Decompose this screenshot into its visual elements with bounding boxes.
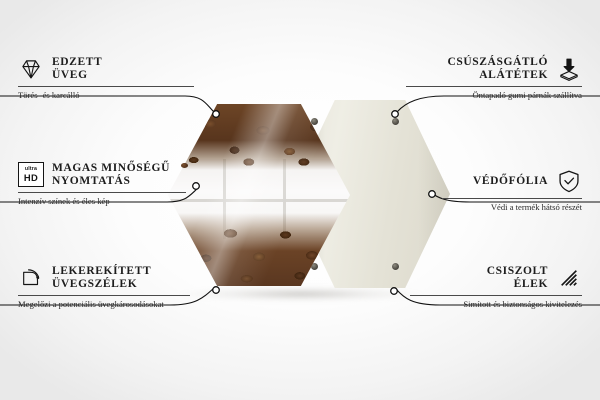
feature-subtitle: Intenzív színek és éles kép	[18, 195, 110, 206]
feature-title: ALÁTÉTEK	[479, 69, 548, 81]
feature-title: CSÚSZÁSGÁTLÓ	[447, 56, 548, 69]
product-shadow	[176, 286, 426, 302]
feature-title: VÉDŐFÓLIA	[472, 174, 548, 187]
ultra-hd-badge-icon: ultra HD	[18, 162, 44, 188]
feature-subtitle: Megelőzi a potenciális üvegkárosodásokat	[18, 299, 164, 309]
feature-title: MAGAS MINŐSÉGŰ	[52, 162, 170, 174]
feature-divider	[18, 295, 190, 296]
shield-check-icon	[559, 170, 579, 193]
hatched-triangle-icon	[561, 270, 577, 286]
connector-line-2	[0, 187, 199, 203]
feature-polished-edges: CSISZOLT ÉLEK Simított és biztonságos ki…	[410, 265, 582, 309]
press-pad-icon	[560, 58, 578, 81]
feature-subtitle: Öntapadó gumi párnák szállítva	[472, 90, 582, 100]
feature-divider	[442, 198, 582, 199]
feature-divider	[18, 86, 194, 87]
feature-subtitle: Törés- és karcálló	[18, 90, 80, 100]
connector-line-1	[0, 95, 215, 113]
ultra-hd-badge-top: ultra	[24, 166, 38, 173]
connector-line-6	[395, 288, 600, 306]
connector-dot-4	[391, 110, 399, 118]
diamond-icon	[22, 60, 40, 79]
screw-hole	[392, 263, 399, 270]
feature-divider	[18, 191, 186, 193]
connector-dot-2	[192, 182, 200, 190]
connector-line-3	[0, 287, 215, 306]
feature-protective-film: VÉDŐFÓLIA Védi a termék hátsó részét	[442, 168, 582, 212]
connector-dot-1	[212, 110, 220, 118]
feature-title: ÜVEG	[52, 69, 88, 81]
feature-title: NYOMTATÁS	[52, 174, 131, 187]
feature-title: CSISZOLT	[486, 265, 548, 278]
screw-hole	[311, 263, 318, 270]
window-mullion	[168, 198, 350, 202]
feature-divider	[410, 295, 582, 296]
window-mullion	[282, 158, 286, 239]
feature-title: EDZETT	[52, 56, 103, 69]
feature-tempered-glass: EDZETT ÜVEG Törés- és karcálló	[18, 56, 194, 100]
connector-dot-6	[390, 287, 398, 295]
feature-rounded-glass-edges: LEKEREKÍTETT ÜVEGSZÉLEK Megelőzi a poten…	[18, 265, 190, 309]
ultra-hd-badge-bottom: HD	[23, 172, 39, 184]
feature-title: LEKEREKÍTETT	[52, 265, 152, 278]
connector-dot-5	[428, 190, 436, 198]
feature-title: ÉLEK	[513, 278, 548, 290]
connector-dot-3	[212, 286, 220, 294]
feature-divider	[406, 86, 582, 87]
feature-anti-slip-pads: CSÚSZÁSGÁTLÓ ALÁTÉTEK Öntapadó gumi párn…	[406, 56, 582, 100]
feature-subtitle: Simított és biztonságos kivitelezés	[463, 299, 582, 309]
feature-high-quality-print: ultra HD MAGAS MINŐSÉGŰ NYOMTATÁS Intenz…	[18, 162, 186, 206]
feature-subtitle: Védi a termék hátsó részét	[490, 202, 582, 212]
screw-hole	[311, 118, 318, 125]
rounded-corner-icon	[23, 269, 40, 286]
loose-coffee-bean	[181, 163, 188, 168]
feature-title: ÜVEGSZÉLEK	[52, 278, 138, 290]
window-mullion	[222, 158, 226, 239]
screw-hole	[392, 118, 399, 125]
connector-line-4	[396, 95, 600, 113]
